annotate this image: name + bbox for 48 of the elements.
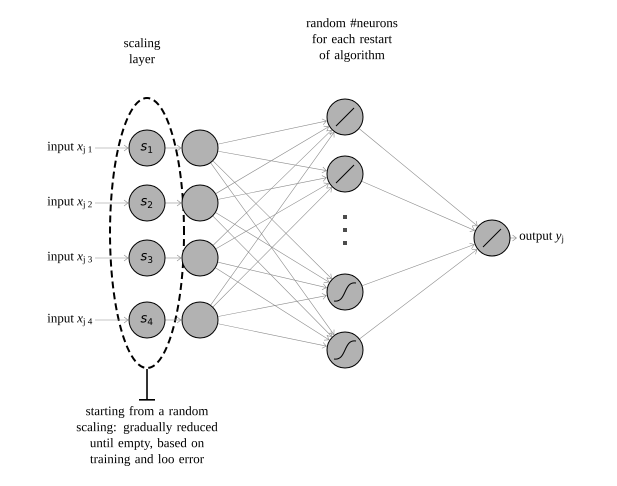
- arrow: [94, 200, 129, 206]
- arrow: [165, 316, 182, 324]
- arrow: [165, 144, 182, 152]
- arrow: [210, 132, 334, 306]
- arrow: [212, 216, 332, 337]
- arrow: [218, 262, 327, 290]
- neuron-circle: [182, 130, 218, 166]
- arrow: [212, 187, 332, 308]
- arrow: [216, 182, 329, 250]
- arrow: [359, 128, 478, 226]
- neuron-circle: [326, 98, 364, 136]
- arrow: [215, 212, 330, 283]
- arrow: [218, 118, 327, 144]
- neuron-circle: [326, 332, 364, 368]
- arrow: [94, 254, 129, 262]
- input-label: input x$_{j 4}$: [47, 314, 92, 326]
- neuron-circle: [182, 240, 218, 276]
- caption-text: starting from a random scaling: gradually reduced until empty, based on training and loo error: [76, 406, 218, 466]
- arrow: [362, 242, 475, 286]
- leader-line: [138, 368, 156, 401]
- arrow: [216, 126, 330, 194]
- arrow: [94, 144, 128, 152]
- arrow: [215, 268, 330, 340]
- neuron-circle: [182, 302, 218, 338]
- neuron-circle: [182, 184, 218, 222]
- arrow: [218, 150, 327, 174]
- arrow: [212, 130, 332, 246]
- input-label: input x$_{j 2}$: [47, 196, 92, 210]
- input-label: input x$_{j 3}$: [47, 252, 92, 264]
- arrow: [510, 234, 517, 242]
- neuron-circle: [474, 220, 510, 256]
- arrow: [165, 200, 182, 206]
- arrow: [165, 254, 182, 262]
- output-label: output y$_{j}$: [520, 232, 564, 244]
- layer-label: random #neurons for each restart of algorithm: [306, 18, 398, 62]
- arrow: [210, 162, 334, 335]
- neuron-circle: [326, 274, 364, 310]
- arrow: [218, 175, 327, 200]
- arrow: [212, 160, 332, 279]
- arrow: [218, 293, 327, 317]
- arrow: [359, 249, 478, 340]
- layer-label: scaling layer: [124, 38, 160, 66]
- scaling-layer-ellipse: [109, 97, 185, 369]
- input-label: input x$_{j 1}$: [47, 142, 92, 154]
- arrow: [94, 316, 129, 324]
- arrow: [218, 323, 327, 349]
- arrow: [362, 181, 476, 232]
- neuron-circle: [326, 156, 364, 192]
